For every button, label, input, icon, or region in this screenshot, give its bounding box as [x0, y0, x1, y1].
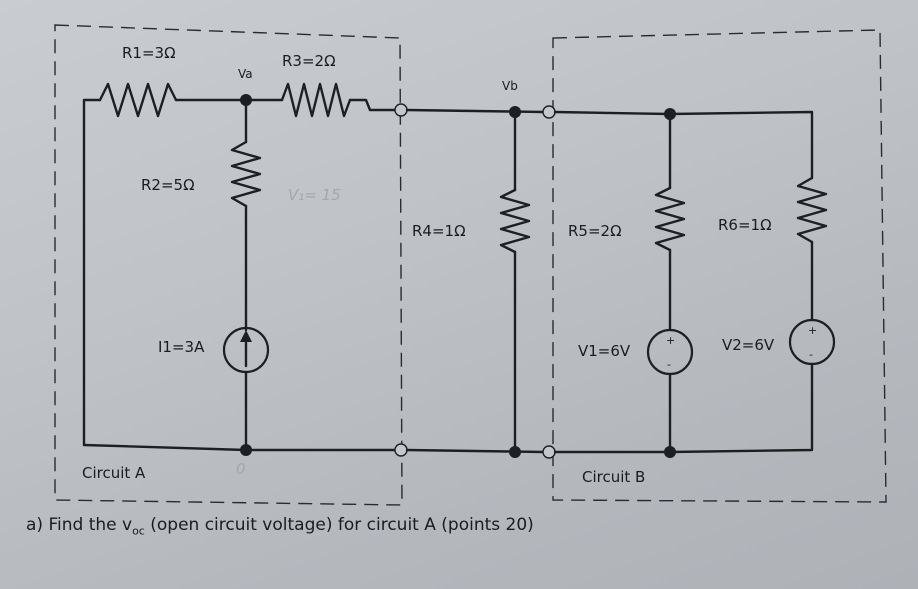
- wire-bottom-mid: [405, 448, 545, 454]
- resistor-r6: [796, 176, 828, 244]
- label-i1: I1=3A: [158, 338, 205, 356]
- wire-r3-terminal: [348, 98, 398, 112]
- question-text: a) Find the voc (open circuit voltage) f…: [26, 515, 534, 537]
- node-mid-bottom: [509, 446, 521, 458]
- label-r3: R3=2Ω: [282, 52, 336, 70]
- label-circuit-a: Circuit A: [82, 464, 146, 482]
- v1-minus-sign: -: [667, 358, 671, 371]
- circuit-schematic: R1=3Ω R3=2Ω Va Vb R2=5Ω V₁= 15 R4=1Ω R5=…: [54, 24, 887, 506]
- label-va: Va: [238, 67, 253, 81]
- label-r1: R1=3Ω: [122, 44, 176, 62]
- question-subscript: oc: [132, 524, 145, 538]
- label-circuit-b: Circuit B: [582, 468, 645, 486]
- terminal-b-bottom: [542, 445, 556, 459]
- node-b-top: [664, 108, 676, 120]
- node-a-bottom: [240, 444, 252, 456]
- resistor-r1: [98, 82, 178, 118]
- question-suffix: (open circuit voltage) for circuit A (po…: [144, 515, 534, 535]
- resistor-r4: [499, 188, 531, 254]
- resistor-r3: [280, 82, 352, 118]
- node-vb: [509, 106, 521, 118]
- v1-plus-sign: +: [666, 334, 675, 347]
- label-r4: R4=1Ω: [412, 222, 466, 240]
- circuit-a-boundary: [54, 24, 403, 506]
- handwritten-zero: 0: [236, 460, 246, 478]
- node-b-bottom: [664, 446, 676, 458]
- v2-minus-sign: -: [809, 348, 813, 361]
- label-r5: R5=2Ω: [568, 222, 622, 240]
- node-va: [240, 94, 252, 106]
- wire-b-bottom: [553, 374, 814, 454]
- handwritten-va-value: V₁= 15: [288, 186, 341, 204]
- circuit-b-boundary: [552, 29, 887, 503]
- terminal-b-top: [542, 105, 556, 119]
- label-vb: Vb: [502, 79, 518, 93]
- wire-top-mid: [405, 108, 545, 114]
- current-arrow-head: [240, 330, 252, 342]
- terminal-a-bottom: [394, 443, 408, 457]
- label-v1: V1=6V: [578, 342, 631, 360]
- v2-plus-sign: +: [808, 324, 817, 337]
- terminal-a-top: [394, 103, 408, 117]
- resistor-r5: [654, 186, 686, 252]
- wire-a-left: [82, 98, 102, 447]
- wire-b-top: [553, 110, 814, 180]
- label-r6: R6=1Ω: [718, 216, 772, 234]
- label-v2: V2=6V: [722, 336, 775, 354]
- label-r2: R2=5Ω: [141, 176, 195, 194]
- question-prefix: a) Find the v: [26, 515, 133, 535]
- resistor-r2: [230, 140, 262, 208]
- wire-a-bottom: [82, 443, 398, 452]
